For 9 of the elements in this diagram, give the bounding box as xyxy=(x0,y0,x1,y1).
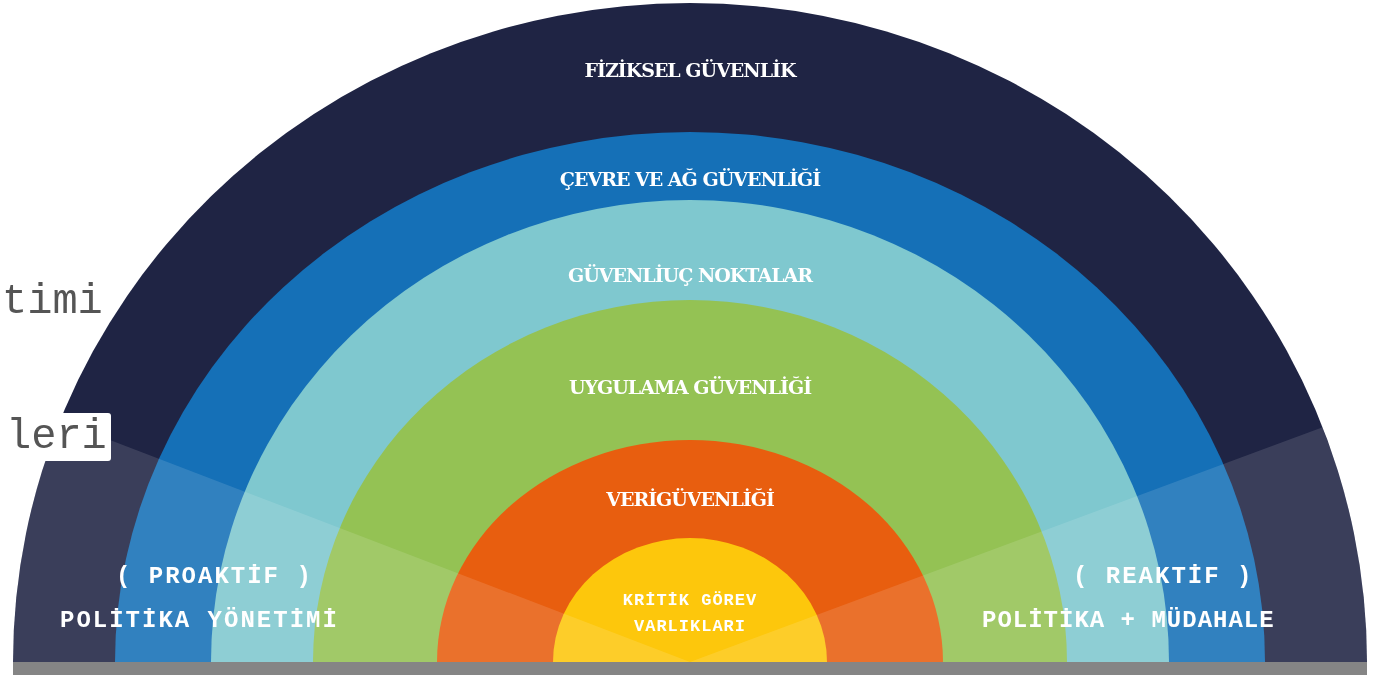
layer-label: UYGULAMA GÜVENLİĞİ xyxy=(568,376,812,398)
layer-label: KRİTİK GÖREV VARLIKLARI xyxy=(621,590,759,638)
layer-label: VERİGÜVENLİĞİ xyxy=(606,488,774,510)
layer-label: FİZİKSEL GÜVENLİK xyxy=(584,59,796,81)
side-caption: ( PROAKTİF ) xyxy=(116,563,313,590)
layer-label: ÇEVRE VE AĞ GÜVENLİĞİ xyxy=(559,168,821,190)
side-caption: ( REAKTİF ) xyxy=(1073,563,1254,590)
layer-label: GÜVENLİUÇ NOKTALAR xyxy=(567,264,813,286)
background-text: timi xyxy=(2,278,103,326)
